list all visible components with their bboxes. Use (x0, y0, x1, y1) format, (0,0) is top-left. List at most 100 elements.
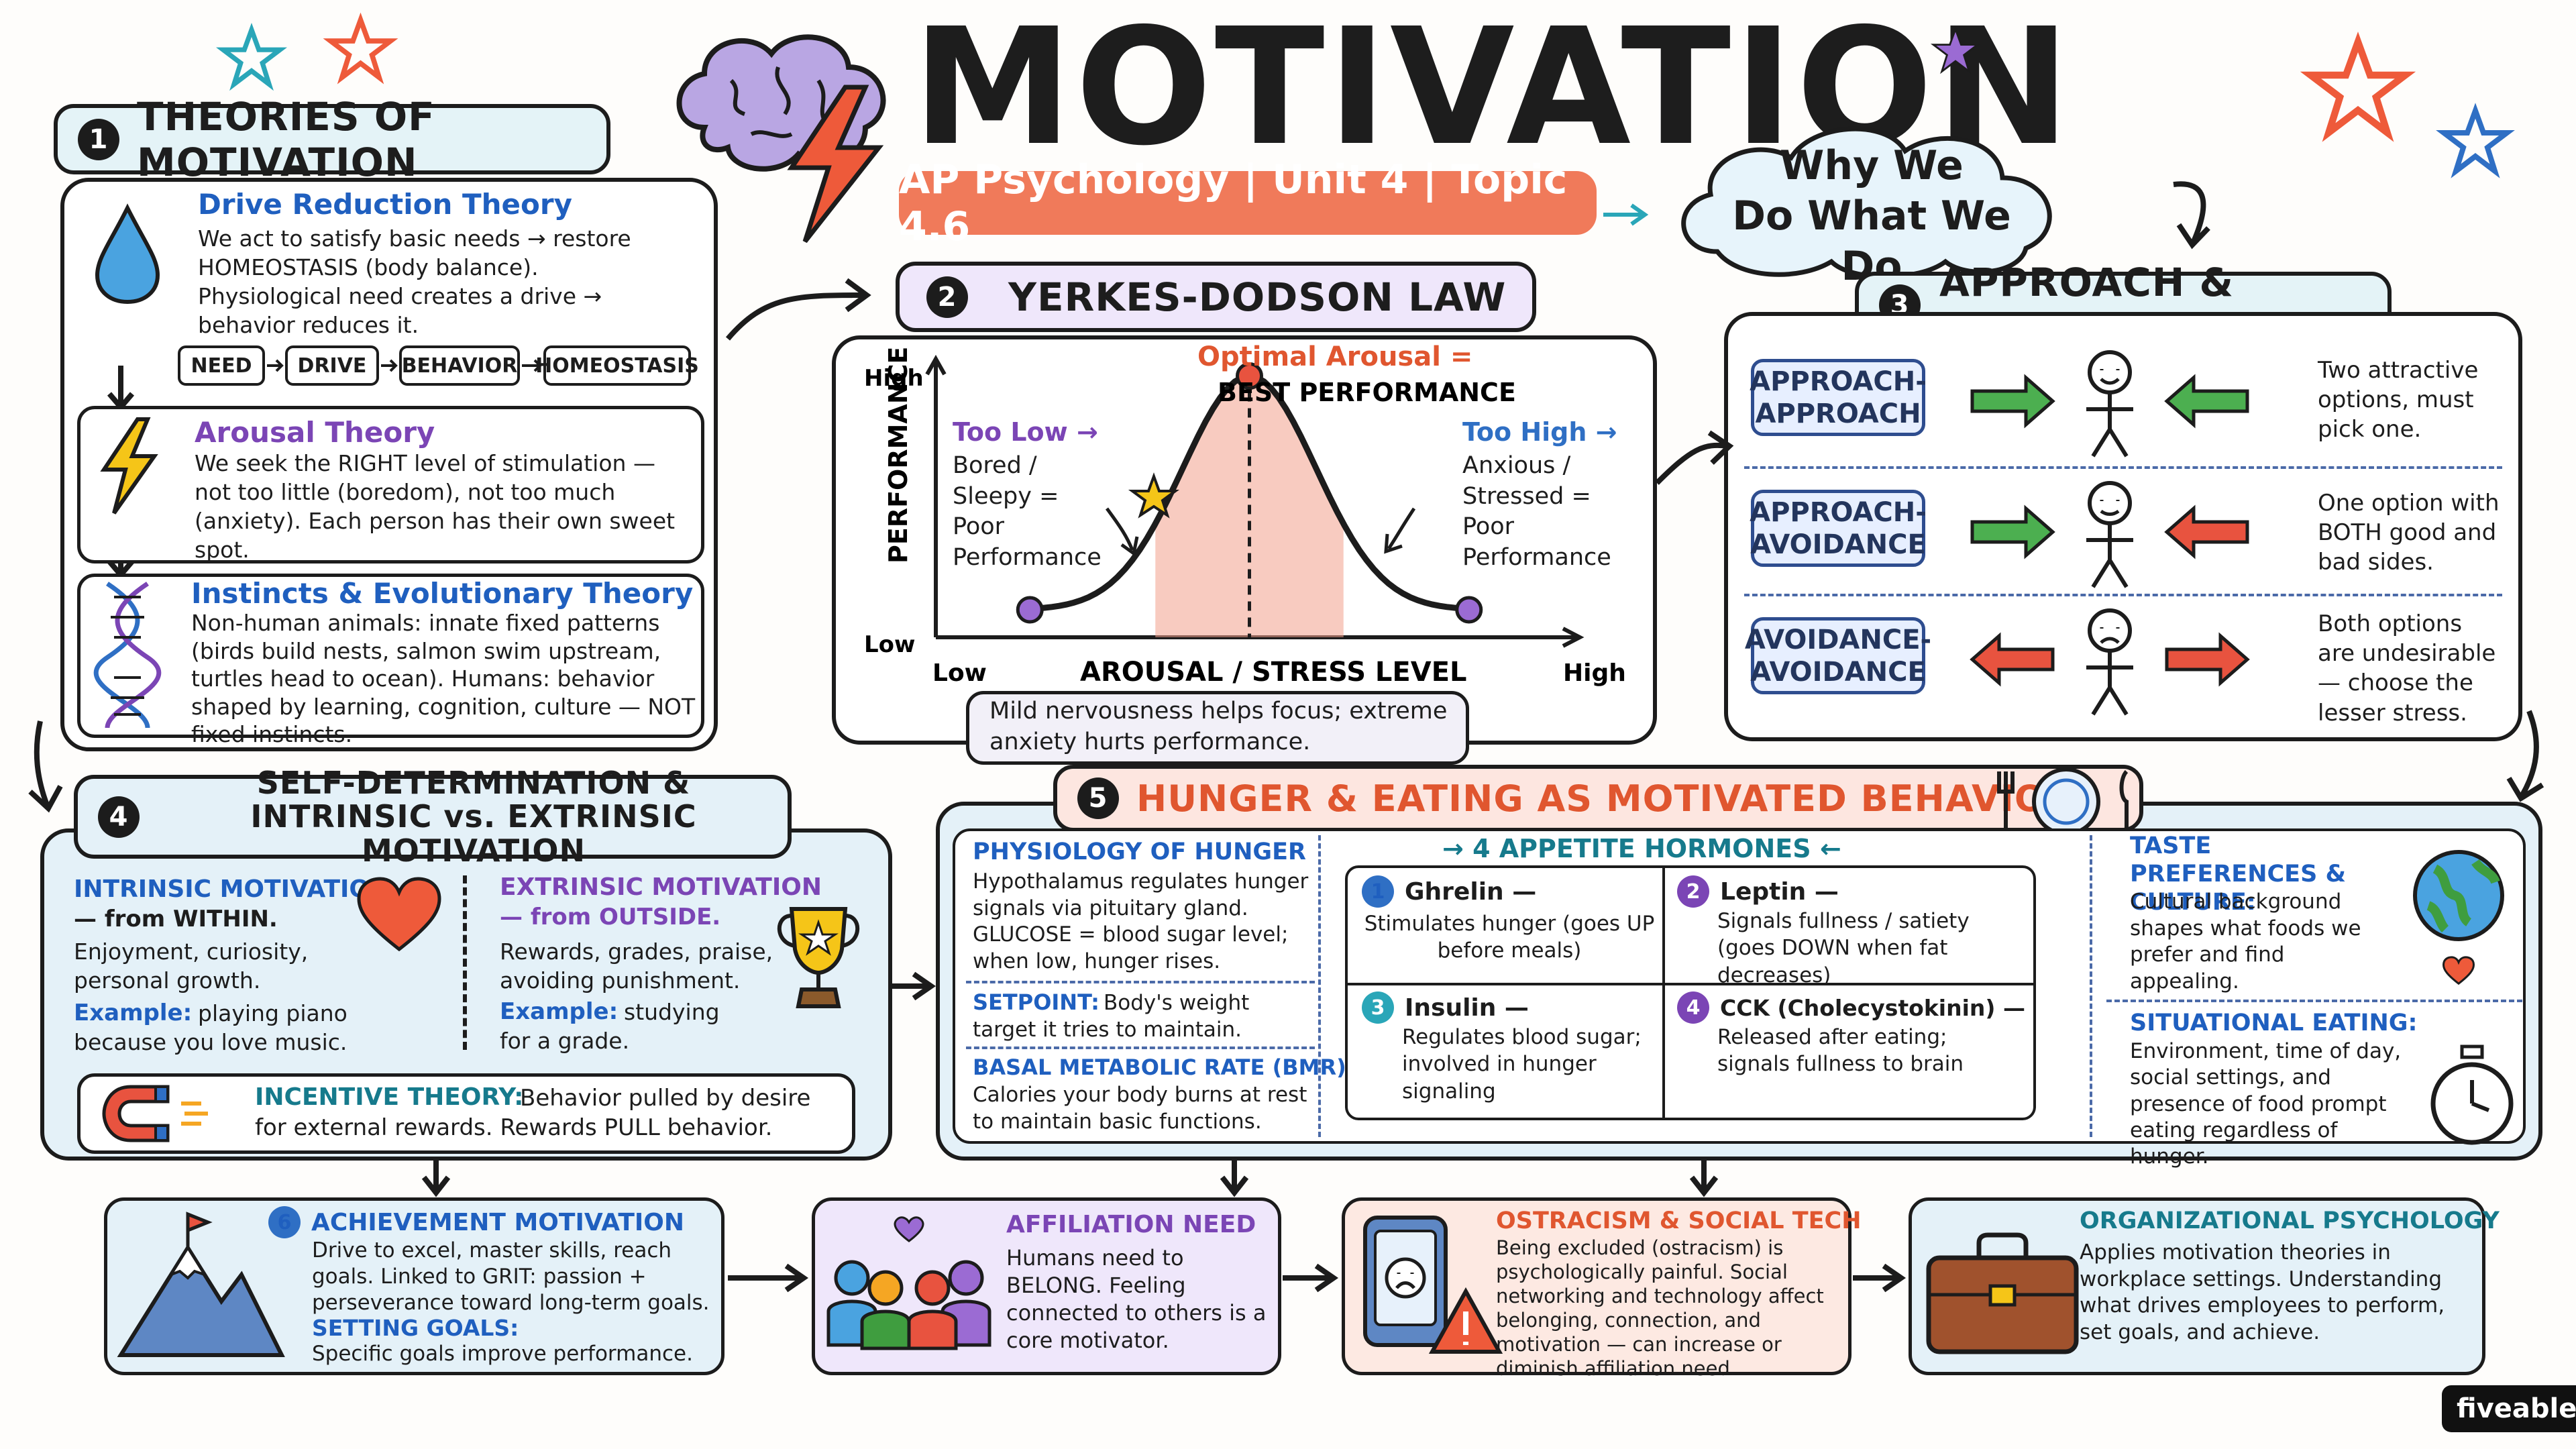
heart-icon (2442, 956, 2475, 985)
taste-title: TASTE PREFERENCES & CULTURE: (2130, 833, 2346, 916)
people-group-icon (826, 1216, 991, 1350)
achievement-header: 6 ACHIEVEMENT MOTIVATION (268, 1206, 684, 1238)
achievement-title: ACHIEVEMENT MOTIVATION (311, 1208, 685, 1236)
s6-number: 6 (268, 1206, 301, 1238)
y-low-label: Low (864, 631, 915, 658)
star-icon (1128, 472, 1180, 519)
setpoint-body: Body's weight target it tries to maintai… (973, 991, 1250, 1042)
cck-cell: 4 CCK (Cholecystokinin) — Released after… (1677, 991, 2026, 1078)
ghrelin-cell: 1 Ghrelin — Stimulates hunger (goes UP b… (1362, 875, 1657, 965)
instinct-title: Instincts & Evolutionary Theory (191, 577, 694, 610)
leptin-cell: 2 Leptin — Signals fullness / satiety (g… (1677, 875, 2026, 989)
too-low-title: Too Low → (953, 417, 1098, 447)
s1-number: 1 (78, 118, 119, 160)
s5-number: 5 (1077, 777, 1119, 819)
bmr-title: BASAL METABOLIC RATE (BMR): (973, 1055, 1355, 1080)
briefcase-icon (1926, 1232, 2079, 1354)
water-drop-icon (95, 203, 160, 305)
chain-arrows (267, 359, 542, 372)
extrinsic-title: EXTRINSIC MOTIVATION (500, 873, 822, 901)
cck-desc: Released after eating; signals fullness … (1717, 1025, 1964, 1077)
extrinsic-sub: — from OUTSIDE. (500, 904, 721, 930)
brand-logo: fiveable (2442, 1385, 2576, 1432)
situational-body: Environment, time of day, social setting… (2130, 1039, 2402, 1169)
x-low-label: Low (932, 659, 987, 687)
y-high-label: High (864, 365, 924, 392)
x-axis-label: AROUSAL / STRESS LEVEL (1080, 657, 1467, 688)
subtitle-text: AP Psychology | Unit 4 | Topic 4.6 (899, 156, 1568, 250)
insulin-number: 3 (1362, 991, 1394, 1024)
leptin-desc: Signals fullness / satiety (goes DOWN wh… (1717, 909, 1970, 987)
avoidance-avoidance-desc: Both options are undesirable — choose th… (2318, 610, 2496, 727)
intrinsic-title: INTRINSIC MOTIVATION (74, 875, 390, 903)
best-performance-label: BEST PERFORMANCE (1218, 378, 1516, 407)
peak-point (1236, 362, 1263, 390)
drive-body: We act to satisfy basic needs → restore … (198, 225, 631, 338)
too-low-body: Bored / Sleepy = Poor Performance (953, 452, 1102, 571)
arousal-box (77, 406, 704, 564)
chain-homeostasis: HOMEOSTASIS (535, 345, 699, 386)
star-icon (2436, 103, 2515, 178)
star-icon (1930, 26, 1981, 74)
s4-number: 4 (98, 796, 140, 838)
affiliation-title: AFFILIATION NEED (1006, 1211, 1256, 1238)
s2-header: 2 YERKES-DODSON LAW (896, 262, 1536, 332)
s1-header: 1 THEORIES OF MOTIVATION (54, 94, 610, 185)
s5-title: HUNGER & EATING AS MOTIVATED BEHAVIOR (1136, 777, 2075, 820)
s2-number: 2 (926, 276, 968, 318)
approach-avoidance-box: APPROACH- AVOIDANCE (1750, 490, 1927, 567)
s5-divider (966, 1046, 1315, 1049)
s4-divider (463, 875, 467, 1050)
lightning-small-icon (100, 417, 158, 515)
ostracism-body: Being excluded (ostracism) is psychologi… (1496, 1236, 1824, 1380)
arousal-title: Arousal Theory (195, 416, 435, 449)
heart-icon (894, 1216, 924, 1242)
star-icon (323, 12, 398, 85)
mountain-icon (117, 1212, 285, 1357)
setpoint-label: SETPOINT: (973, 989, 1099, 1015)
instinct-box (77, 574, 704, 738)
x-high-label: High (1563, 659, 1626, 687)
endpoint (1455, 596, 1483, 624)
cloud-shape (1681, 126, 2052, 279)
y-axis-label: PERFORMANCE (883, 347, 913, 564)
s4-title: SELF-DETERMINATION & INTRINSIC vs. EXTRI… (250, 764, 697, 869)
intrinsic-sub: — from WITHIN. (74, 906, 278, 932)
cck-name: CCK (Cholecystokinin) — (1720, 994, 2025, 1021)
lightning-icon (787, 85, 884, 244)
s5-divider (2106, 1000, 2522, 1002)
insulin-desc: Regulates blood sugar; involved in hunge… (1402, 1025, 1642, 1104)
extrinsic-example-label: Example: (500, 998, 619, 1025)
too-high-title: Too High → (1462, 417, 1617, 447)
incentive-body: Behavior pulled by desire for external r… (255, 1085, 811, 1142)
too-high-body: Anxious / Stressed = Poor Performance (1462, 452, 1611, 571)
taste-body: Cultural background shapes what foods we… (2130, 890, 2361, 994)
s5-vdivider (1318, 835, 1321, 1137)
star-icon (215, 22, 288, 91)
approach-approach-figure (1970, 350, 2249, 458)
achievement-body: Drive to excel, master skills, reach goa… (312, 1238, 710, 1315)
ghrelin-number: 1 (1362, 875, 1394, 908)
s4-header: 4 SELF-DETERMINATION & INTRINSIC vs. EXT… (74, 765, 792, 867)
organizational-body: Applies motivation theories in workplace… (2080, 1240, 2445, 1345)
s3-divider (1744, 466, 2502, 469)
extrinsic-example: studying for a grade. (500, 999, 720, 1054)
heart-icon (357, 877, 441, 952)
ghrelin-name: Ghrelin — (1405, 877, 1537, 906)
trophy-icon (777, 907, 860, 1008)
star-icon (2300, 32, 2416, 142)
approach-approach-desc: Two attractive options, must pick one. (2318, 357, 2479, 443)
globe-icon (2413, 850, 2504, 941)
hormones-hline (1346, 983, 2035, 985)
approach-approach-box: APPROACH- APPROACH (1750, 359, 1927, 436)
situational-title: SITUATIONAL EATING: (2130, 1010, 2418, 1036)
sad-phone-icon (1363, 1216, 1503, 1354)
organizational-title: ORGANIZATIONAL PSYCHOLOGY (2080, 1208, 2500, 1234)
approach-avoidance-desc: One option with BOTH good and bad sides. (2318, 490, 2500, 576)
pointer-arrow (1384, 507, 1416, 554)
insulin-cell: 3 Insulin — Regulates blood sugar; invol… (1362, 991, 1657, 1105)
endpoint (1016, 596, 1044, 624)
intrinsic-body: Enjoyment, curiosity, personal growth. (74, 938, 309, 994)
physiology-body: Hypothalamus regulates hunger signals vi… (973, 869, 1309, 974)
